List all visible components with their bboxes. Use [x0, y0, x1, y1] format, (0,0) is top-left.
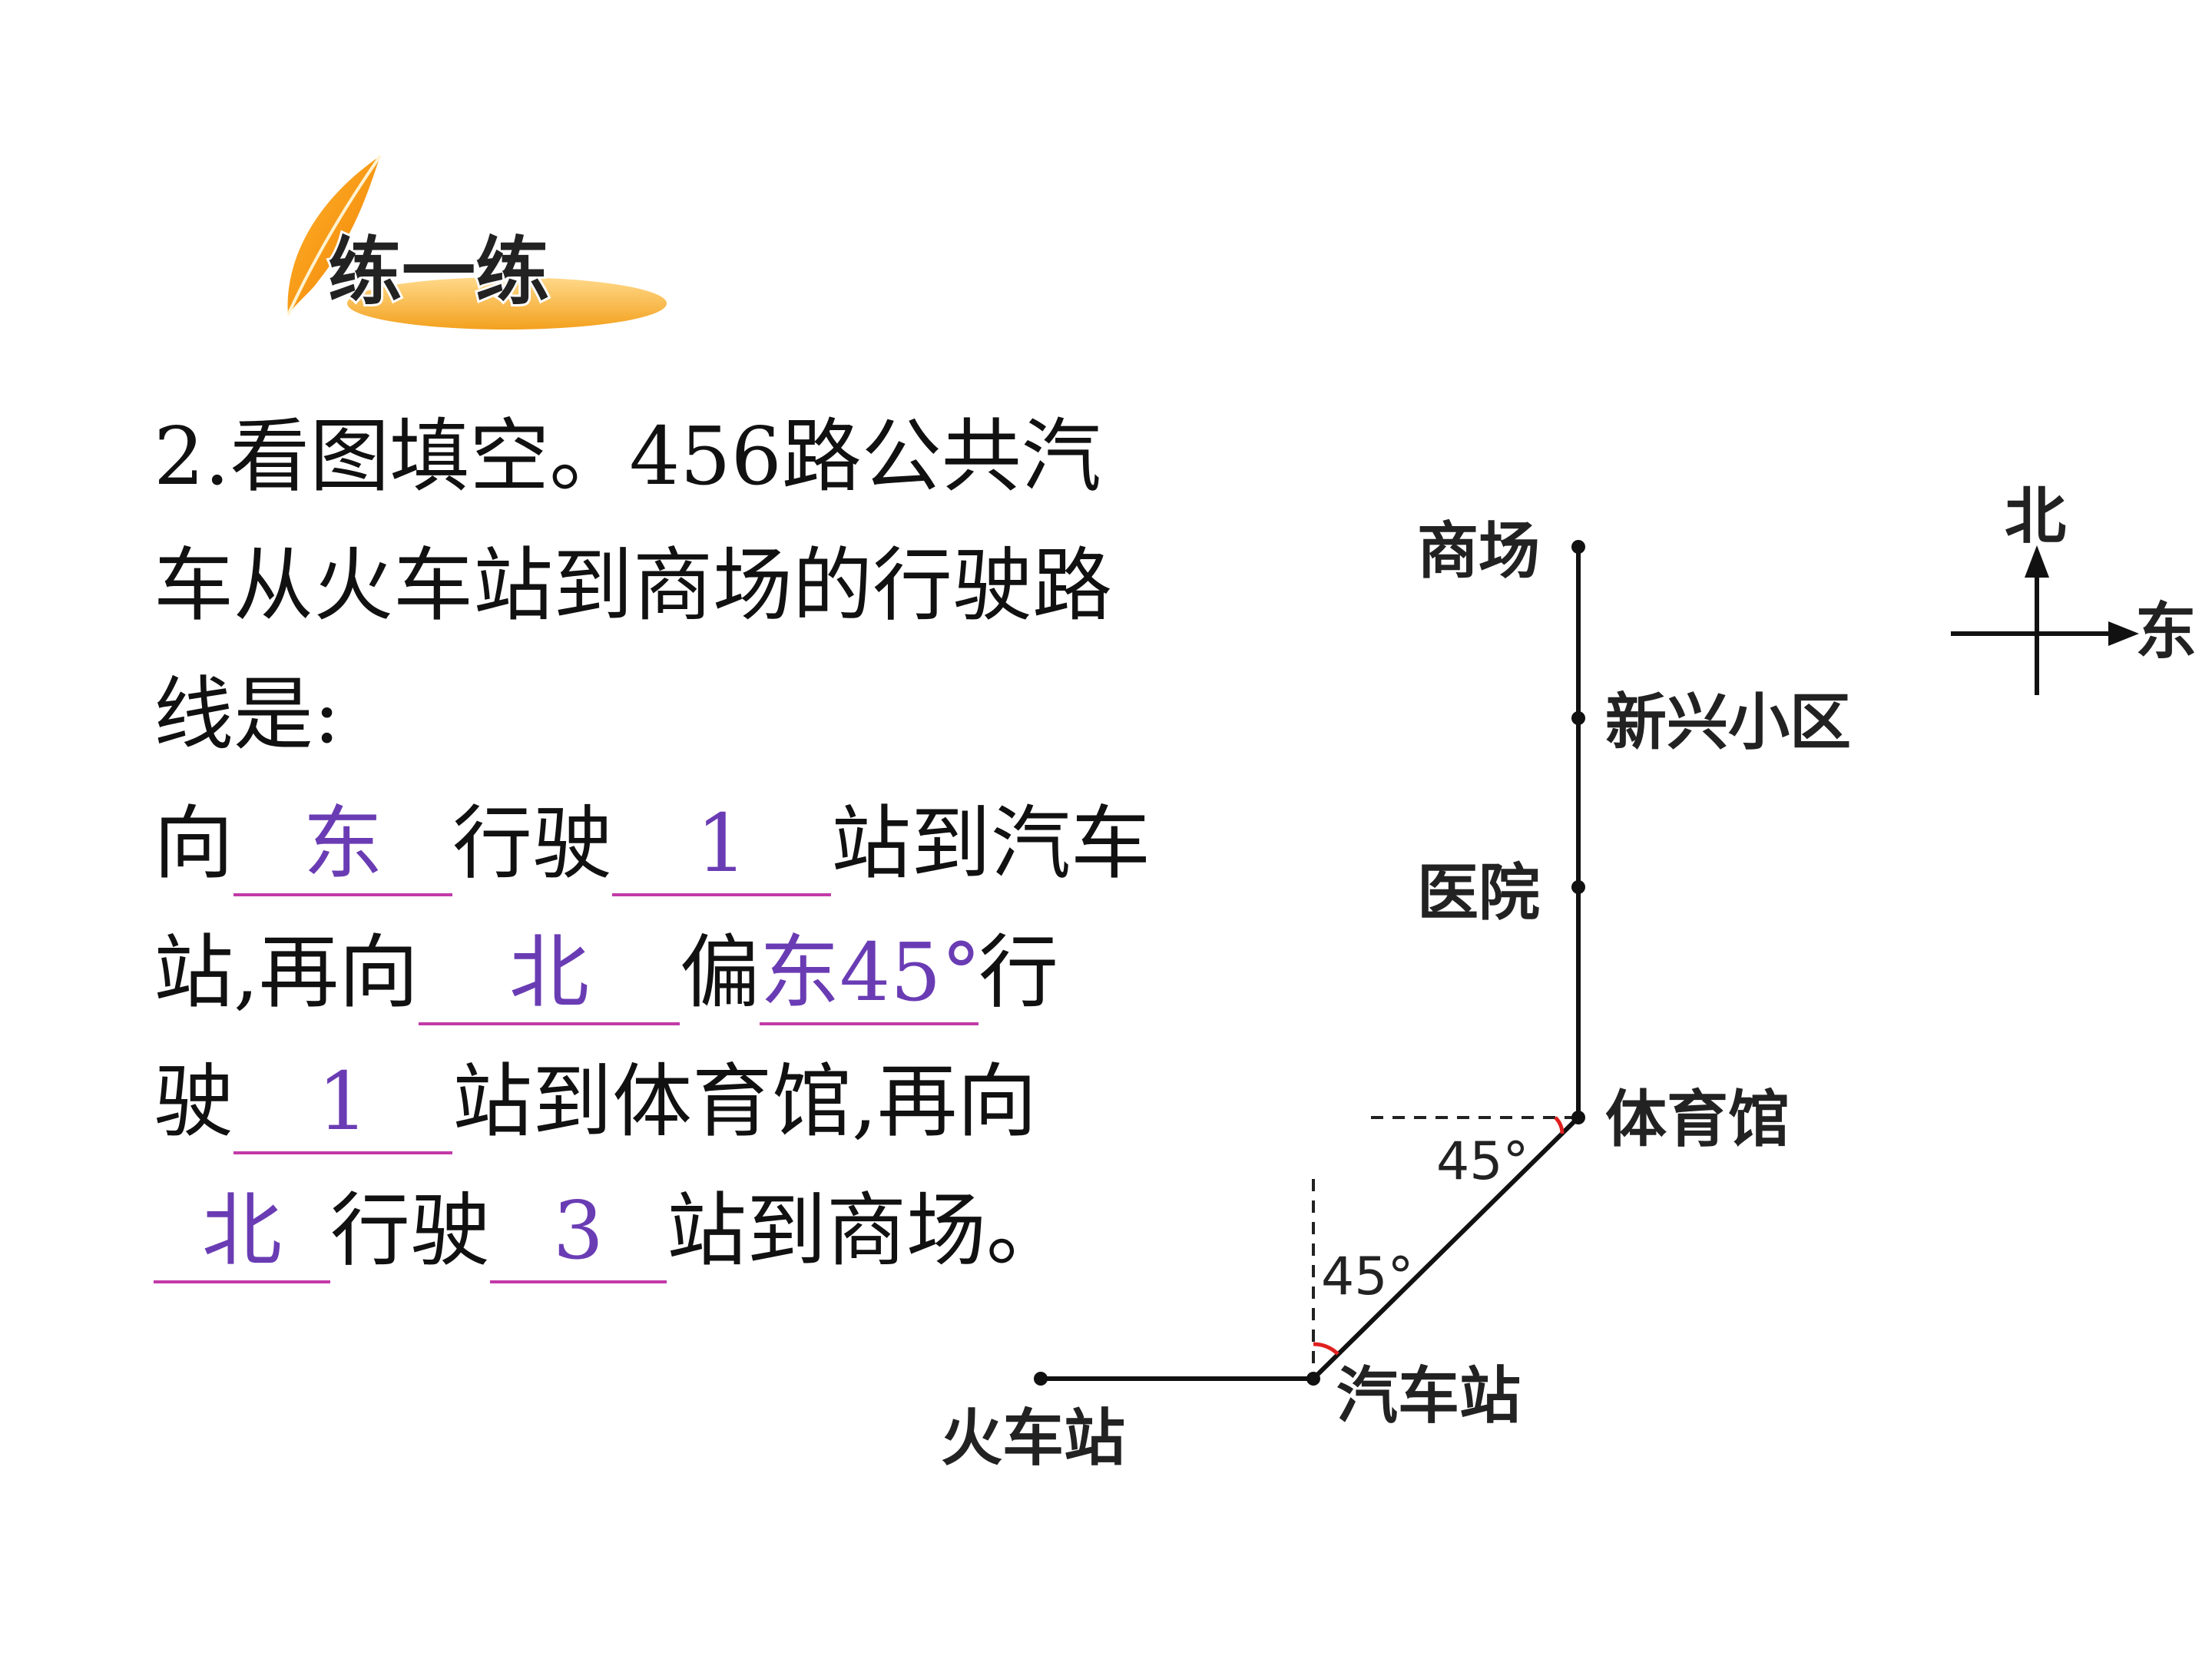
text-segment: 站,再向 — [154, 926, 419, 1019]
question-line-1: 2.看图填空。456路公共汽 — [154, 409, 1101, 503]
text-segment: 行驶 — [330, 1184, 491, 1277]
text-segment: 驶 — [154, 1055, 234, 1148]
answer-blank-angle[interactable]: 东45° — [760, 922, 981, 1025]
label-hospital: 医院 — [1417, 857, 1540, 929]
compass-north-label: 北 — [2005, 481, 2066, 552]
text-segment: 行驶 — [452, 796, 613, 890]
title-badge: 练一练 — [286, 154, 667, 329]
stop-marker-mall — [1571, 540, 1585, 554]
label-bus-station: 汽车站 — [1336, 1360, 1521, 1432]
label-mall: 商场 — [1417, 515, 1540, 587]
answer-blank-direction-1[interactable]: 东 — [233, 793, 453, 896]
angle-arc-stadium — [1554, 1116, 1565, 1134]
label-stadium: 体育馆 — [1605, 1084, 1790, 1155]
angle-arc-bus-station — [1313, 1342, 1339, 1356]
answer-blank-stops-3[interactable]: 3 — [490, 1181, 667, 1283]
question-line-5: 站,再向北偏东45°行 — [154, 908, 1260, 1037]
stop-marker-xinxing — [1571, 711, 1585, 725]
compass: 北 东 — [1951, 481, 2197, 695]
stop-marker-bus-station — [1306, 1372, 1320, 1386]
answer-blank-stops-1[interactable]: 1 — [612, 793, 832, 896]
label-xinxing: 新兴小区 — [1605, 687, 1851, 758]
compass-east-label: 东 — [2135, 596, 2197, 667]
answer-blank-direction-3[interactable]: 北 — [154, 1181, 330, 1283]
angle-label-bus-station: 45° — [1321, 1247, 1414, 1307]
text-segment: 站到体育馆,再向 — [452, 1055, 1038, 1148]
stop-marker-stadium — [1571, 1111, 1585, 1124]
arrow-up-icon — [2025, 545, 2049, 578]
label-train-station: 火车站 — [941, 1402, 1125, 1474]
arrow-right-icon — [2108, 621, 2139, 646]
question-line-3: 线是: — [154, 667, 341, 761]
badge-title: 练一练 — [328, 229, 549, 315]
text-segment: 偏 — [680, 926, 760, 1019]
feather-icon — [286, 154, 382, 316]
text-segment: 站到汽车 — [831, 796, 1151, 890]
answer-blank-direction-2[interactable]: 北 — [419, 922, 680, 1025]
stop-marker-train-station — [1034, 1372, 1048, 1386]
text-segment: 行 — [979, 926, 1059, 1019]
text-segment: 站到商场。 — [667, 1184, 1067, 1277]
route-segment-bus-to-stadium — [1311, 1115, 1581, 1381]
question-line-2: 车从火车站到商场的行驶路 — [154, 538, 1113, 632]
stop-marker-hospital — [1571, 880, 1585, 894]
answer-blank-stops-2[interactable]: 1 — [233, 1051, 453, 1154]
badge-oval — [347, 277, 667, 329]
text-segment: 向 — [154, 796, 234, 890]
angle-label-stadium: 45° — [1436, 1131, 1529, 1192]
